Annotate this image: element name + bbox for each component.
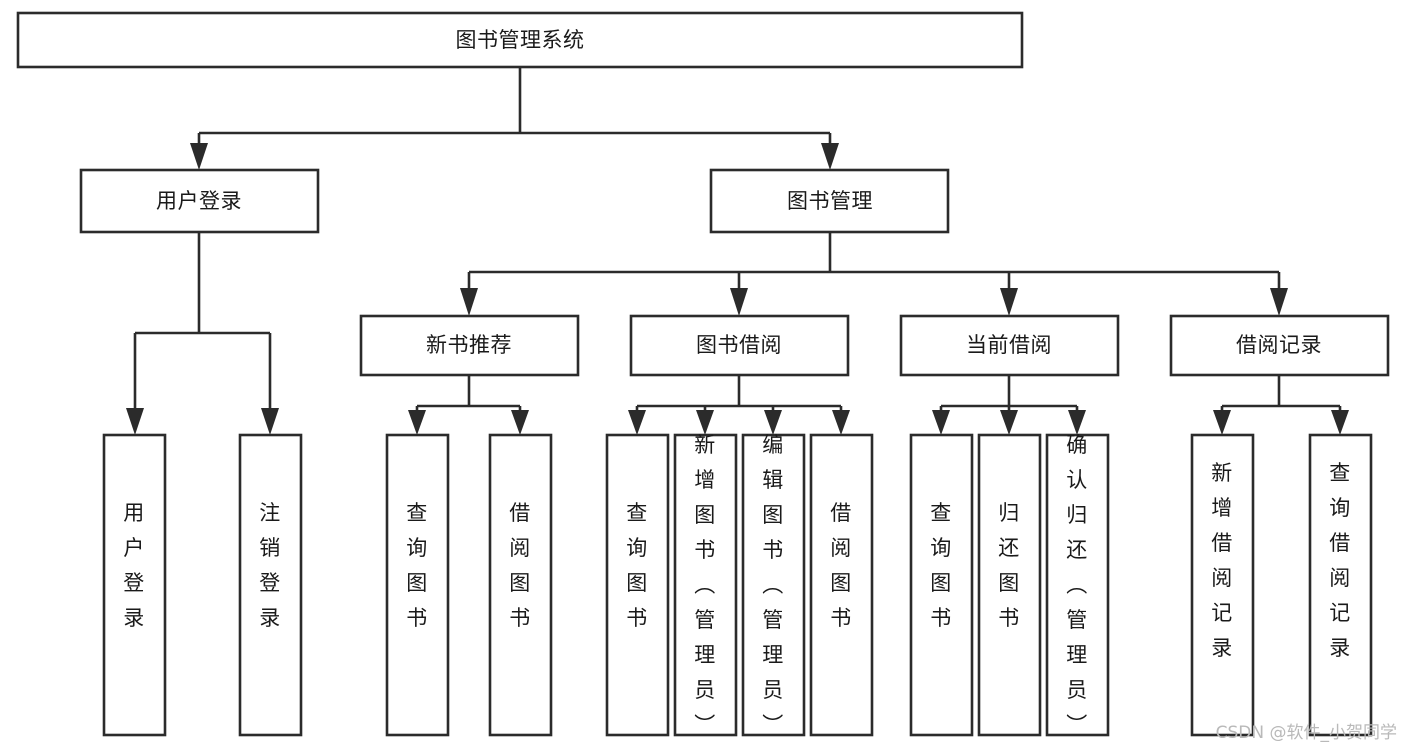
node-root[interactable]: 图书管理系统 [16,11,1024,69]
node-leaf-user-login-label: 用户登录 [123,501,145,630]
node-leaf-query-record-box[interactable] [1308,433,1373,737]
node-leaf-add-book-box[interactable] [673,433,738,737]
node-leaf-borrow-book-2[interactable]: 借阅图书 [809,433,874,737]
node-leaf-user-logout-box[interactable] [238,433,303,737]
node-leaf-user-logout[interactable]: 注销登录 [238,433,303,737]
node-leaf-borrow-book-2-box[interactable] [809,433,874,737]
node-borrow-record[interactable]: 借阅记录 [1169,314,1390,377]
node-book-management[interactable]: 图书管理 [709,168,950,234]
node-book-management-box[interactable] [709,168,950,234]
node-leaf-user-logout-label: 注销登录 [259,501,281,630]
arrow-head-book-borrow [730,288,748,316]
node-user-login-label: 用户登录 [156,189,242,213]
node-leaf-query-book-2-label: 查询图书 [626,501,648,630]
node-leaf-return-book-label: 归还图书 [998,501,1020,630]
node-leaf-confirm-return-box[interactable] [1045,433,1110,737]
arrow-head-leaf-query-record [1331,410,1349,435]
arrow-head-leaf-edit-book [764,410,782,435]
arrow-head-leaf-borrow-book-2 [832,410,850,435]
node-leaf-borrow-book-2-label: 借阅图书 [830,501,852,630]
node-leaf-query-book-2-box[interactable] [605,433,670,737]
node-leaf-query-book-3-label: 查询图书 [930,501,952,630]
arrow-head-leaf-add-record [1213,410,1231,435]
node-book-management-label: 图书管理 [787,189,873,213]
connector-layer [126,67,1349,435]
node-leaf-user-login[interactable]: 用户登录 [102,433,167,737]
node-root-label: 图书管理系统 [456,28,585,52]
arrow-head-book-management [821,143,839,170]
node-user-login-box[interactable] [79,168,320,234]
node-leaf-query-record[interactable]: 查询借阅记录 [1308,433,1373,737]
arrow-head-borrow-record [1270,288,1288,316]
node-leaf-return-book[interactable]: 归还图书 [977,433,1042,737]
arrow-head-leaf-borrow-book-1 [511,410,529,435]
node-leaf-user-login-box[interactable] [102,433,167,737]
node-book-borrow-box[interactable] [629,314,850,377]
arrow-head-current-borrow [1000,288,1018,316]
node-leaf-add-book[interactable]: 新增图书︵管理员︶ [673,433,738,737]
node-leaf-query-book-2[interactable]: 查询图书 [605,433,670,737]
node-current-borrow-label: 当前借阅 [966,333,1052,357]
node-root-box[interactable] [16,11,1024,69]
arrow-head-leaf-confirm-return [1068,410,1086,435]
arrow-head-new-book-recommend [460,288,478,316]
node-leaf-edit-book-label: 编辑图书︵管理员︶ [762,433,784,737]
node-new-book-recommend-box[interactable] [359,314,580,377]
node-leaf-query-record-label: 查询借阅记录 [1329,461,1351,660]
node-leaf-confirm-return[interactable]: 确认归还︵管理员︶ [1045,433,1110,737]
node-book-borrow-label: 图书借阅 [696,333,782,357]
node-leaf-add-book-label: 新增图书︵管理员︶ [694,433,716,737]
node-borrow-record-label: 借阅记录 [1236,333,1322,357]
node-new-book-recommend[interactable]: 新书推荐 [359,314,580,377]
node-leaf-query-book-1-box[interactable] [385,433,450,737]
node-leaf-return-book-box[interactable] [977,433,1042,737]
arrow-head-leaf-query-book-2 [628,410,646,435]
node-leaf-edit-book[interactable]: 编辑图书︵管理员︶ [741,433,806,737]
node-leaf-add-record-box[interactable] [1190,433,1255,737]
arrow-head-leaf-user-login [126,408,144,435]
node-leaf-borrow-book-1-label: 借阅图书 [509,501,531,630]
arrow-head-leaf-add-book [696,410,714,435]
arrow-head-leaf-query-book-3 [932,410,950,435]
node-leaf-query-book-3-box[interactable] [909,433,974,737]
node-user-login[interactable]: 用户登录 [79,168,320,234]
node-borrow-record-box[interactable] [1169,314,1390,377]
arrow-head-leaf-query-book-1 [408,410,426,435]
node-current-borrow[interactable]: 当前借阅 [899,314,1120,377]
node-current-borrow-box[interactable] [899,314,1120,377]
node-leaf-borrow-book-1[interactable]: 借阅图书 [488,433,553,737]
node-leaf-add-record[interactable]: 新增借阅记录 [1190,433,1255,737]
node-leaf-edit-book-box[interactable] [741,433,806,737]
arrow-head-leaf-user-logout [261,408,279,435]
node-leaf-query-book-1-label: 查询图书 [406,501,428,630]
node-leaf-borrow-book-1-box[interactable] [488,433,553,737]
node-leaf-query-book-3[interactable]: 查询图书 [909,433,974,737]
node-leaf-query-book-1[interactable]: 查询图书 [385,433,450,737]
node-new-book-recommend-label: 新书推荐 [426,333,512,357]
node-book-borrow[interactable]: 图书借阅 [629,314,850,377]
node-leaf-confirm-return-label: 确认归还︵管理员︶ [1066,433,1088,737]
arrow-head-leaf-return-book [1000,410,1018,435]
arrow-head-user-login [190,143,208,170]
node-leaf-add-record-label: 新增借阅记录 [1211,461,1233,660]
